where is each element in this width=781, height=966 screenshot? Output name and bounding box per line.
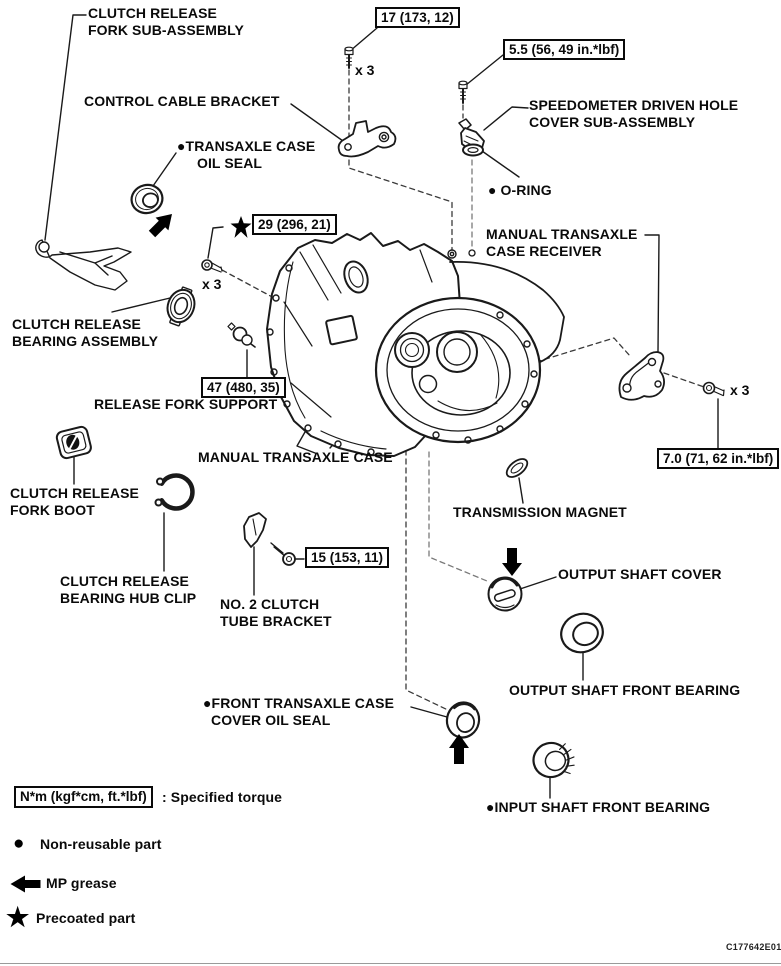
figure-code: C177642E01 bbox=[726, 942, 781, 952]
bearing-hub-clip-drawing bbox=[154, 473, 195, 511]
case-receiver-drawing bbox=[618, 351, 665, 401]
clutch-release-fork-boot-drawing bbox=[55, 425, 92, 460]
torque-box-control-bracket-bolt: 17 (173, 12) bbox=[375, 7, 460, 28]
legend-torque-desc: : Specified torque bbox=[162, 789, 283, 805]
legend-precoated: Precoated part bbox=[36, 910, 136, 926]
torque-box-receiver-bolt: 7.0 (71, 62 in.*lbf) bbox=[657, 448, 780, 469]
clutch-release-fork-drawing bbox=[35, 239, 132, 291]
callout-release-bearing: CLUTCH RELEASE BEARING ASSEMBLY bbox=[12, 316, 159, 349]
qty-receiver-bolts: x 3 bbox=[730, 382, 750, 398]
callout-release-fork-support: RELEASE FORK SUPPORT bbox=[94, 396, 278, 412]
control-bracket-bolt-drawing bbox=[344, 46, 354, 69]
callout-front-case-cover-oil-seal: ●FRONT TRANSAXLE CASE COVER OIL SEAL bbox=[203, 695, 395, 728]
non-reusable-dot-icon: ● bbox=[13, 833, 25, 854]
callout-control-cable-bracket: CONTROL CABLE BRACKET bbox=[84, 93, 280, 109]
callout-output-shaft-front-bearing: OUTPUT SHAFT FRONT BEARING bbox=[509, 682, 741, 698]
transmission-magnet-drawing bbox=[505, 458, 529, 478]
callout-speedometer-cover: SPEEDOMETER DRIVEN HOLE COVER SUB-ASSEMB… bbox=[529, 97, 739, 130]
assembly-dashed-lines bbox=[221, 69, 705, 712]
torque-box-fork-support: 47 (480, 35) bbox=[201, 377, 286, 398]
callout-case-receiver: MANUAL TRANSAXLE CASE RECEIVER bbox=[486, 226, 638, 259]
transaxle-case-front-flange-drawing bbox=[374, 249, 565, 444]
callout-output-shaft-cover: OUTPUT SHAFT COVER bbox=[558, 566, 722, 582]
page-bottom-rule bbox=[0, 963, 781, 964]
callout-fork-boot: CLUTCH RELEASE FORK BOOT bbox=[10, 485, 139, 518]
front-case-cover-oil-seal-drawing bbox=[445, 701, 481, 739]
case-bolt-drawing bbox=[201, 259, 223, 273]
transaxle-case-oil-seal-drawing bbox=[130, 183, 164, 215]
qty-control-bracket-bolts: x 3 bbox=[355, 62, 375, 78]
legend-non-reusable: Non-reusable part bbox=[40, 836, 162, 852]
callout-o-ring: ● O-RING bbox=[488, 182, 552, 198]
speedometer-bolt-drawing bbox=[458, 80, 468, 104]
callout-no2-clutch-tube-bracket: NO. 2 CLUTCH TUBE BRACKET bbox=[220, 596, 332, 629]
callout-transaxle-case-oil-seal: ●TRANSAXLE CASE OIL SEAL bbox=[177, 138, 316, 171]
mp-grease-arrow-icon bbox=[148, 214, 172, 238]
legend-mp-grease: MP grease bbox=[46, 875, 117, 891]
mp-grease-arrow-icon bbox=[502, 548, 522, 576]
callout-fork-sub-assembly: CLUTCH RELEASE FORK SUB-ASSEMBLY bbox=[88, 5, 244, 38]
callout-input-shaft-front-bearing: ●INPUT SHAFT FRONT BEARING bbox=[486, 799, 711, 815]
leader-lines bbox=[44, 14, 719, 799]
control-cable-bracket-drawing bbox=[337, 120, 397, 158]
receiver-bolt-drawing bbox=[702, 381, 725, 397]
o-ring-drawing bbox=[462, 143, 484, 157]
precoated-star-icon: ★ bbox=[6, 902, 30, 932]
output-shaft-front-bearing-drawing bbox=[560, 612, 604, 654]
clutch-release-bearing-drawing bbox=[166, 286, 196, 327]
precoated-star-icon bbox=[230, 216, 252, 238]
no2-clutch-tube-bracket-drawing bbox=[243, 512, 296, 566]
mp-grease-arrow-icon bbox=[449, 734, 469, 764]
input-shaft-front-bearing-drawing bbox=[532, 741, 575, 779]
torque-box-speedometer-bolt: 5.5 (56, 49 in.*lbf) bbox=[503, 39, 626, 60]
legend-torque-unit-box: N*m (kgf*cm, ft.*lbf) bbox=[14, 786, 153, 808]
output-shaft-cover-drawing bbox=[487, 576, 523, 612]
callout-transmission-magnet: TRANSMISSION MAGNET bbox=[453, 504, 627, 520]
callout-manual-transaxle-case: MANUAL TRANSAXLE CASE bbox=[198, 449, 393, 465]
callout-bearing-hub-clip: CLUTCH RELEASE BEARING HUB CLIP bbox=[60, 573, 197, 606]
release-fork-support-drawing bbox=[227, 322, 256, 348]
mp-grease-arrow-icon bbox=[10, 875, 41, 893]
qty-case-bolts: x 3 bbox=[202, 276, 222, 292]
torque-box-tube-bracket-bolt: 15 (153, 11) bbox=[305, 547, 390, 568]
torque-box-case-bolt: 29 (296, 21) bbox=[252, 214, 337, 235]
